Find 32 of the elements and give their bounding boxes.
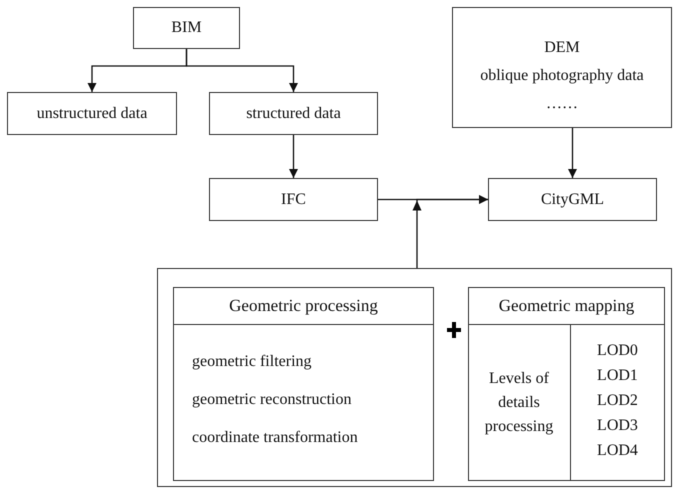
node-label: …… bbox=[546, 94, 578, 114]
node-label: oblique photography data bbox=[480, 66, 644, 86]
arrow bbox=[412, 195, 488, 268]
level-label: LOD0 bbox=[597, 341, 638, 361]
format-box bbox=[209, 178, 378, 221]
data-box bbox=[7, 92, 177, 135]
process-box bbox=[133, 7, 240, 49]
level-label: LOD1 bbox=[597, 366, 638, 386]
list-item: geometric reconstruction bbox=[192, 390, 352, 410]
arrow bbox=[186, 49, 298, 92]
node-label: IFC bbox=[281, 190, 306, 210]
data-box bbox=[452, 7, 672, 128]
node-label: DEM bbox=[544, 38, 580, 58]
arrow bbox=[568, 128, 577, 178]
level-label: LOD2 bbox=[597, 391, 638, 411]
level-label: LOD3 bbox=[597, 416, 638, 436]
processing-box bbox=[173, 287, 434, 481]
arrow bbox=[289, 135, 298, 178]
node-label: CityGML bbox=[540, 190, 604, 210]
list-item: geometric filtering bbox=[192, 352, 312, 372]
list-item: coordinate transformation bbox=[192, 428, 358, 448]
format-box bbox=[488, 178, 657, 221]
group-panel bbox=[157, 268, 672, 487]
mapping-box bbox=[468, 287, 665, 481]
cell-text: Levels of details processing bbox=[484, 368, 554, 436]
level-label: LOD4 bbox=[597, 441, 638, 461]
box-heading: Geometric mapping bbox=[469, 288, 664, 325]
node-label: BIM bbox=[171, 18, 202, 38]
node-label: unstructured data bbox=[36, 104, 148, 124]
node-label: structured data bbox=[246, 104, 341, 124]
data-box bbox=[209, 92, 378, 135]
box-heading: Geometric processing bbox=[174, 288, 433, 325]
